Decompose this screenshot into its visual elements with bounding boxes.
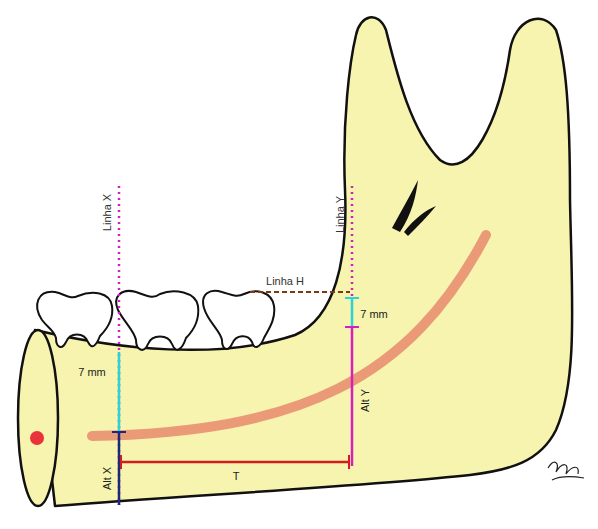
distance-label: T bbox=[233, 471, 240, 482]
height-label: Alt Y bbox=[361, 388, 372, 411]
seven-mm-y bbox=[351, 298, 354, 327]
dimension: 7 mm bbox=[78, 367, 106, 378]
t-line bbox=[120, 461, 350, 464]
canal bbox=[92, 235, 486, 436]
cut-section bbox=[18, 330, 58, 506]
linha-y bbox=[351, 186, 354, 298]
lingula bbox=[392, 180, 436, 236]
tick bbox=[345, 326, 359, 328]
tick bbox=[348, 455, 350, 469]
mandible-outline bbox=[35, 17, 572, 506]
linha-x bbox=[118, 186, 121, 505]
dimension: 7 mm bbox=[360, 309, 388, 320]
signature bbox=[548, 462, 584, 480]
height-label: Alt X bbox=[102, 466, 113, 489]
tick bbox=[112, 431, 126, 433]
seven-mm-x bbox=[118, 352, 121, 432]
line-label: Linha X bbox=[103, 193, 114, 230]
tick bbox=[345, 297, 359, 299]
tick bbox=[120, 455, 122, 469]
linha-h bbox=[250, 291, 350, 293]
line-label: Linha H bbox=[266, 276, 304, 287]
alt-x-line bbox=[118, 432, 121, 505]
red-dot bbox=[30, 431, 44, 445]
teeth bbox=[37, 291, 274, 350]
alt-y-line bbox=[351, 327, 354, 466]
line-label: Linha Y bbox=[335, 195, 346, 232]
